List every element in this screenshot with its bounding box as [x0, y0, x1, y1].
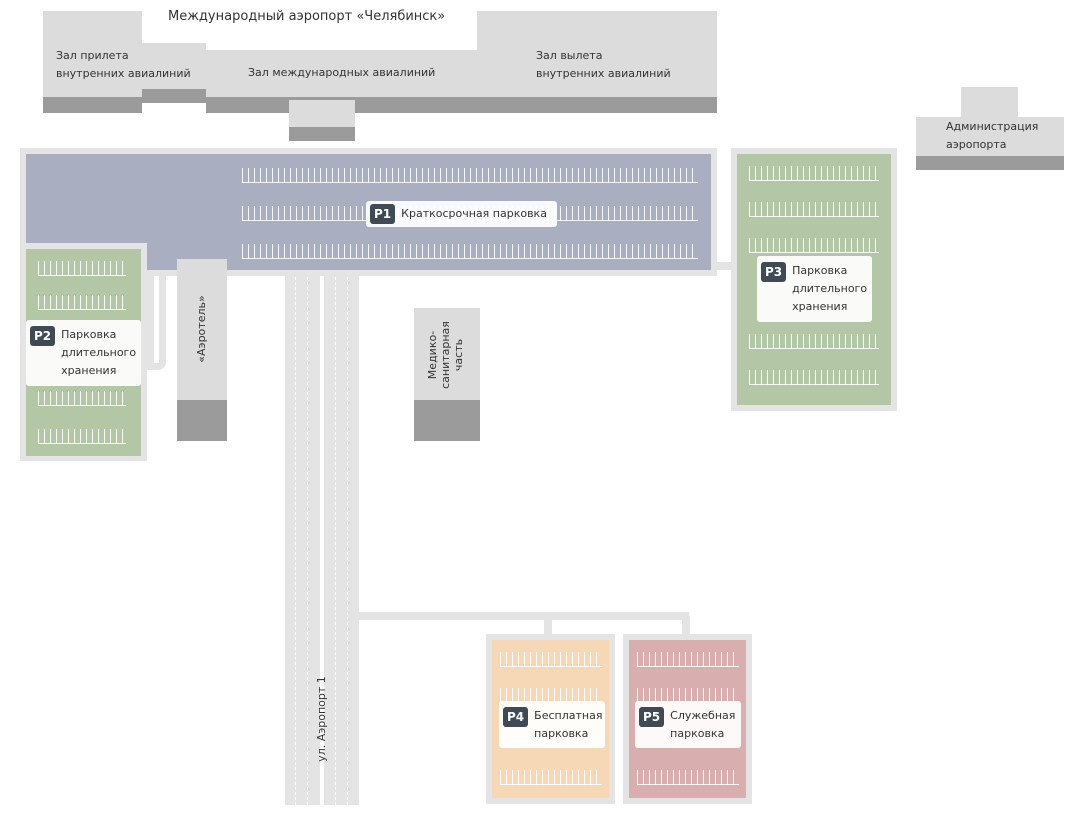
p3-connector: [714, 262, 736, 270]
branch-road: [357, 612, 689, 620]
street-label: ул. Аэропорт 1: [315, 676, 328, 762]
parking-stalls: [749, 202, 879, 217]
departures-domestic-label: Зал вылета внутренних авиалиний: [536, 49, 671, 80]
lane-marking: [347, 272, 348, 805]
aerotel-base: [177, 400, 227, 441]
main-road: [285, 272, 359, 805]
parking-stalls: [242, 168, 698, 183]
medical-base: [414, 400, 480, 441]
parking-p1-badge: P1: [370, 204, 396, 224]
parking-p4-card[interactable]: P4 Бесплатная парковка: [499, 701, 605, 748]
road-divider: [320, 272, 324, 805]
branch-road-p5: [682, 612, 690, 638]
parking-p4-label: Бесплатная парковка: [534, 709, 603, 740]
aerotel-label: «Аэротель»: [195, 295, 208, 363]
parking-p3-card[interactable]: P3 Парковка длительного хранения: [757, 256, 872, 322]
p2-connector: [146, 270, 154, 370]
medical-building: [414, 308, 480, 402]
terminal-gate: [289, 100, 355, 128]
lane-marking: [295, 272, 296, 805]
parking-p5-card[interactable]: P5 Служебная парковка: [635, 701, 741, 748]
branch-road-p4: [544, 612, 552, 638]
parking-p1-label: Краткосрочная парковка: [401, 207, 547, 220]
administration-building: [916, 117, 1064, 157]
terminal-departures-base: [477, 97, 717, 113]
lane-marking: [335, 272, 336, 805]
lane-marking: [307, 272, 308, 805]
parking-stalls: [38, 261, 126, 276]
arrivals-domestic-label: Зал прилета внутренних авиалиний: [56, 49, 191, 80]
terminal-connector: [142, 43, 206, 90]
parking-stalls: [38, 429, 126, 444]
parking-p1-card[interactable]: P1 Краткосрочная парковка: [366, 201, 557, 227]
parking-stalls: [242, 244, 698, 259]
parking-stalls: [500, 770, 602, 785]
aerotel-building: [177, 259, 227, 402]
administration-label: Администрация аэропорта: [946, 120, 1039, 151]
international-hall-label: Зал международных авиалиний: [248, 66, 436, 79]
parking-stalls: [38, 295, 126, 310]
parking-p2-label: Парковка длительного хранения: [61, 328, 137, 377]
terminal-gate-base: [289, 127, 355, 141]
terminal-arrivals-block: [43, 11, 142, 103]
parking-stalls: [637, 652, 739, 667]
terminal-departures-block: [477, 11, 717, 103]
terminal-arrivals-base: [43, 97, 142, 113]
administration-tower: [961, 87, 1018, 119]
parking-stalls: [749, 166, 879, 181]
terminal-international-block: [206, 50, 477, 98]
parking-p3-label: Парковка длительного хранения: [792, 264, 868, 313]
parking-p2-badge: P2: [30, 326, 56, 346]
parking-p4-badge: P4: [503, 707, 529, 727]
parking-stalls: [749, 334, 879, 349]
parking-stalls: [749, 370, 879, 385]
p2-connector-turn: [146, 270, 166, 370]
parking-p5-label: Служебная парковка: [670, 709, 736, 740]
parking-stalls: [500, 652, 602, 667]
parking-stalls: [749, 238, 879, 253]
terminal-connector-base: [142, 89, 206, 103]
parking-p2-card[interactable]: P2 Парковка длительного хранения: [26, 320, 141, 386]
parking-stalls: [637, 770, 739, 785]
medical-label: Медико- санитарная часть: [426, 321, 465, 389]
terminal-title: Международный аэропорт «Челябинск»: [168, 9, 446, 24]
parking-stalls: [38, 391, 126, 406]
parking-p3-badge: P3: [761, 262, 787, 282]
parking-p5-badge: P5: [639, 707, 665, 727]
administration-base: [916, 156, 1064, 170]
